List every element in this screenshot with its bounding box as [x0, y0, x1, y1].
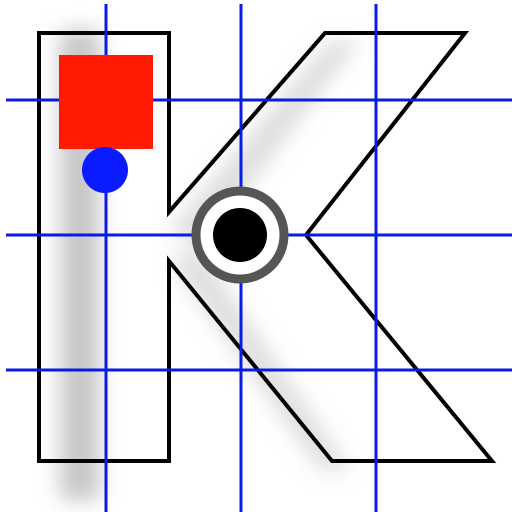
red-square-marker — [59, 55, 153, 149]
blue-dot-marker — [82, 147, 128, 193]
target-center — [213, 208, 267, 262]
target-marker — [191, 186, 289, 284]
glyph-shadow-leg — [170, 250, 350, 470]
glyph-k-outline — [37, 31, 497, 463]
